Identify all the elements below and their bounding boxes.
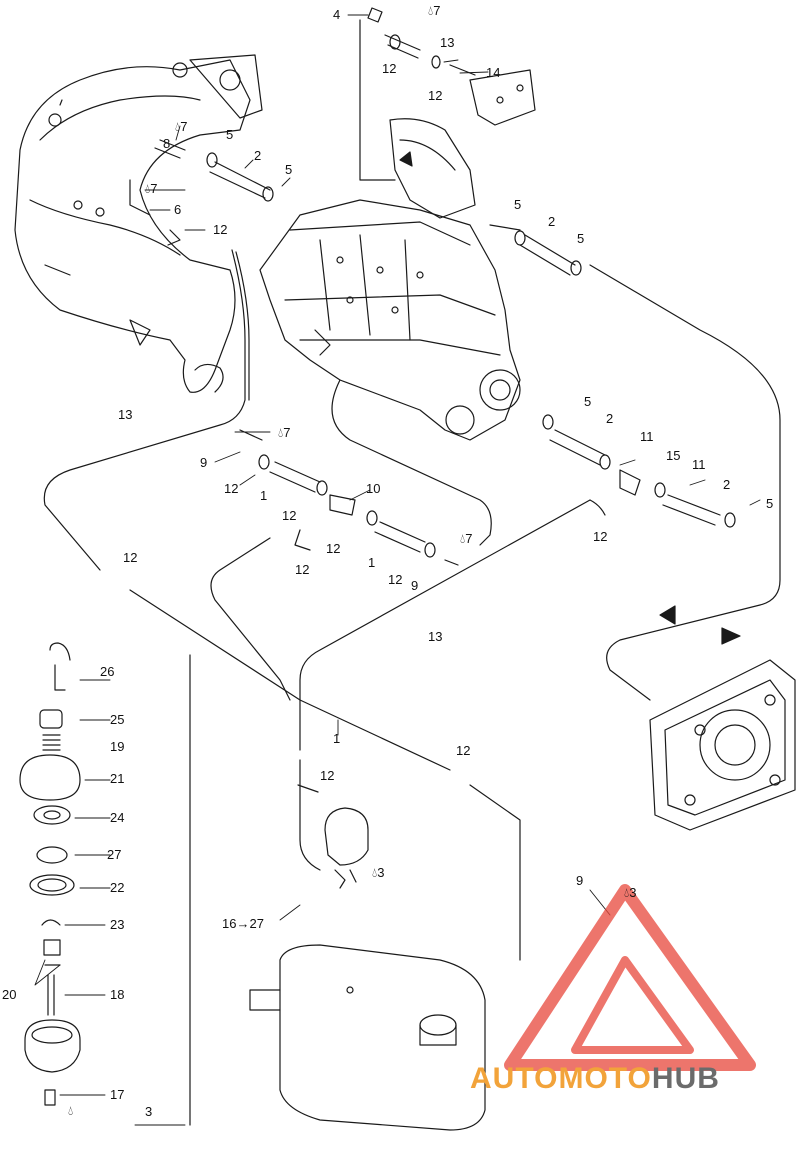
callout-15: 15 xyxy=(666,448,681,463)
flow-arrow-icon xyxy=(721,627,741,645)
callout-12-b: 12 xyxy=(428,88,443,103)
hose-right-lower xyxy=(542,414,736,528)
oil-drop-icon: 💧︎ xyxy=(175,119,181,134)
callout-22: 22 xyxy=(110,880,125,895)
callout-9-b: 9 xyxy=(411,578,419,593)
watermark-triangle-icon xyxy=(504,884,756,1071)
callout-12-e: 12 xyxy=(224,481,239,496)
hose-13-long xyxy=(129,499,591,961)
callout-2-a: 2 xyxy=(254,148,262,163)
callout-12-mid: 12 xyxy=(456,743,471,758)
engine-block xyxy=(259,118,521,441)
callout-14: 14 xyxy=(486,65,501,80)
callout-8: 8 xyxy=(163,136,171,151)
callout-5-f: 5 xyxy=(766,496,774,511)
callout-13-left: 13 xyxy=(118,407,133,422)
leader-lines xyxy=(34,14,761,1126)
callout-2-c: 2 xyxy=(606,411,614,426)
jet-pump-housing xyxy=(649,659,796,831)
callout-3-b: 💧︎3 xyxy=(624,885,637,900)
callout-25: 25 xyxy=(110,712,125,727)
callout-11-a: 11 xyxy=(640,429,654,444)
callout-1-b: 1 xyxy=(368,555,376,570)
callout-2-b: 2 xyxy=(548,214,556,229)
callout-2-d: 2 xyxy=(723,477,731,492)
flow-arrow-icon xyxy=(659,605,676,625)
callout-20: 20 xyxy=(2,987,17,1002)
callout-13-mid: 13 xyxy=(428,629,443,644)
exploded-column-parts xyxy=(19,642,191,1126)
callout-21: 21 xyxy=(110,771,125,786)
watermark-logo: AUTOMOTOHUB xyxy=(470,1062,720,1096)
oil-drop-icon: 💧︎ xyxy=(624,885,630,900)
top-fittings xyxy=(359,7,536,181)
callout-1-c: 1 xyxy=(333,731,341,746)
callout-5-a: 5 xyxy=(226,127,234,142)
vent-valve xyxy=(297,784,369,889)
callout-23: 23 xyxy=(110,917,125,932)
flow-arrow-icon xyxy=(399,151,413,167)
oil-drop-icon: 💧︎ xyxy=(428,3,434,18)
callout-27: 27 xyxy=(107,847,122,862)
callout-12-g: 12 xyxy=(326,541,341,556)
callout-5-c: 5 xyxy=(514,197,522,212)
callout-4: 4 xyxy=(333,7,341,22)
callout-7-top: 💧︎7 xyxy=(428,3,441,18)
callout-7-c: 💧︎7 xyxy=(145,181,158,196)
callout-6: 6 xyxy=(174,202,182,217)
callout-9-a: 9 xyxy=(200,455,208,470)
callout-7-b: 💧︎7 xyxy=(175,119,188,134)
callout-12-f: 12 xyxy=(282,508,297,523)
oil-drop-icon: 💧︎ xyxy=(278,425,284,440)
oil-drop-icon: 💧︎ xyxy=(372,865,378,880)
callout-12-c: 12 xyxy=(213,222,228,237)
callout-13-top: 13 xyxy=(440,35,455,50)
callout-3-a: 💧︎3 xyxy=(372,865,385,880)
callout-12-d: 12 xyxy=(593,529,608,544)
callout-9-c: 9 xyxy=(576,873,584,888)
callout-12-i: 12 xyxy=(388,572,403,587)
callout-1-a: 1 xyxy=(260,488,268,503)
callout-3-bottom: 3 xyxy=(145,1104,153,1119)
callout-5-b: 5 xyxy=(285,162,293,177)
oil-drop-icon: 💧︎ xyxy=(68,1103,74,1118)
exhaust-manifold xyxy=(14,54,263,393)
callout-12-left: 12 xyxy=(123,550,138,565)
callout-19: 19 xyxy=(110,739,125,754)
callout-18: 18 xyxy=(110,987,125,1002)
callout-7-d: 💧︎7 xyxy=(278,425,291,440)
watermark-part-auto: AUTO xyxy=(470,1062,559,1095)
oil-drop-icon: 💧︎ xyxy=(145,181,151,196)
callout-16-27: 16→27 xyxy=(222,916,264,931)
hose-upper-left xyxy=(43,139,274,571)
callout-24: 24 xyxy=(110,810,125,825)
callout-12-a: 12 xyxy=(382,61,397,76)
hose-right-upper xyxy=(489,224,781,701)
watermark-part-hub: HUB xyxy=(651,1062,720,1095)
callout-5-e: 5 xyxy=(584,394,592,409)
callout-12-h: 12 xyxy=(295,562,310,577)
muffler xyxy=(249,944,486,1131)
callout-10: 10 xyxy=(366,481,381,496)
callout-12-low: 12 xyxy=(320,768,335,783)
center-tee-assembly xyxy=(210,379,492,701)
callout-26: 26 xyxy=(100,664,115,679)
callout-7-e: 💧︎7 xyxy=(460,531,473,546)
callout-11-b: 11 xyxy=(692,457,706,472)
watermark-part-moto: MOTO xyxy=(558,1062,652,1095)
callout-17: 17 xyxy=(110,1087,125,1102)
callout-5-d: 5 xyxy=(577,231,585,246)
oil-drop-icon: 💧︎ xyxy=(460,531,466,546)
